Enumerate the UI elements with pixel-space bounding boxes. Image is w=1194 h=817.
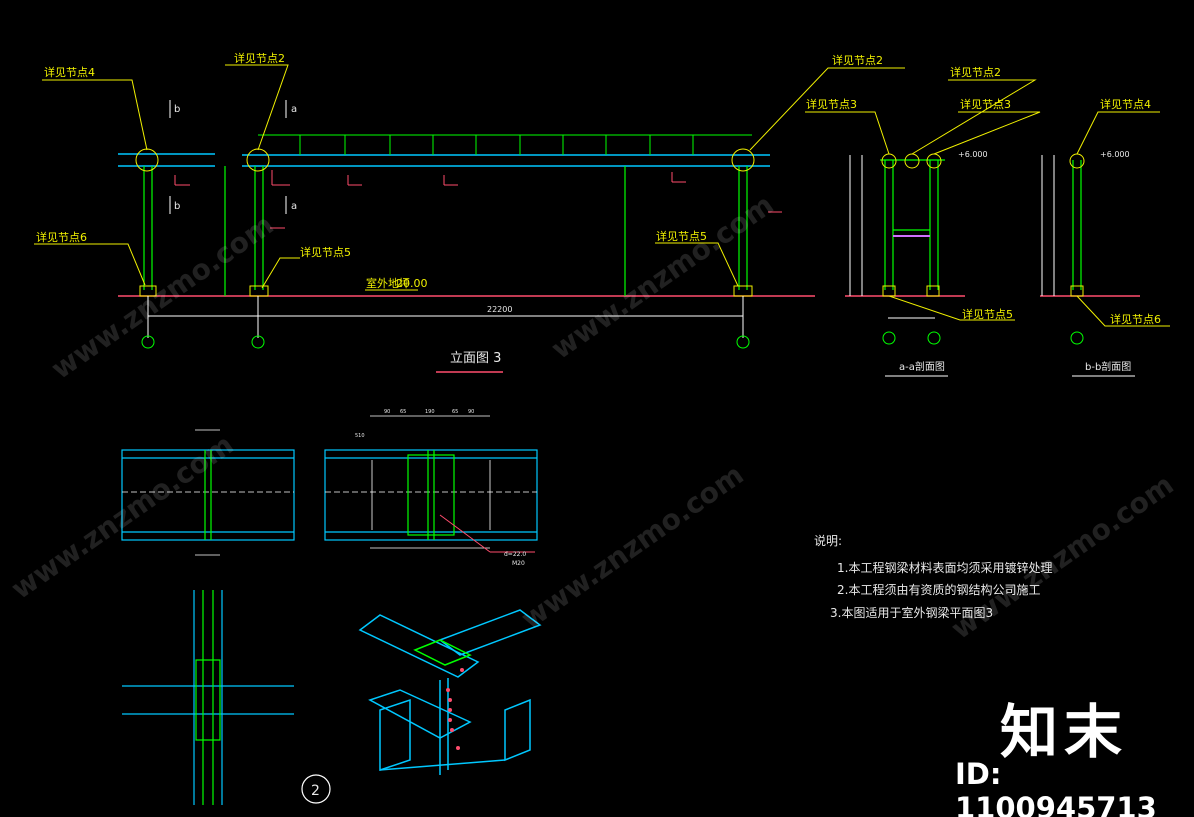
cut-mark-b-top: b <box>174 104 180 115</box>
section-a-view: +6.000 a-a剖面图 <box>805 79 1041 377</box>
section-a-columns <box>880 159 945 290</box>
callout-sec-node5: 详见节点5 <box>962 307 1013 321</box>
detail-number: 2 <box>311 783 320 799</box>
detail-label-m: M20 <box>512 560 525 567</box>
watermark-4: www.znzmo.com <box>515 458 749 636</box>
resource-id: ID: 1100945713 <box>955 757 1157 817</box>
grid-bubbles <box>141 335 750 349</box>
section-a-bubbles <box>882 331 941 345</box>
detail-dim-4: 65 <box>452 409 458 415</box>
section-b-nodes <box>1069 153 1085 297</box>
splice-detail-bolted-dims <box>370 415 491 549</box>
cross-joint-isometric <box>358 609 542 775</box>
watermark-5: www.znzmo.com <box>945 468 1179 646</box>
section-cut-marks <box>169 100 287 214</box>
callout-node5-left: 详见节点5 <box>300 245 351 259</box>
watermark-2: www.znzmo.com <box>545 188 779 366</box>
cross-joint-plate <box>413 639 472 666</box>
section-a-level: +6.000 <box>958 150 988 159</box>
section-b-title: b-b剖面图 <box>1085 360 1131 373</box>
splice-detail-plain-dims <box>195 429 220 556</box>
elevation-title: 立面图 3 <box>450 351 501 366</box>
section-a-leaders <box>805 79 1041 321</box>
columns <box>143 166 748 296</box>
splice-detail-bolted <box>324 449 538 541</box>
bolt-leader <box>439 514 491 553</box>
cut-mark-a-top: a <box>291 104 297 115</box>
site-logo: 知末 <box>1000 698 1129 766</box>
callout-sec-node3-a: 详见节点3 <box>806 97 857 111</box>
member-tags <box>174 170 782 229</box>
section-b-level: +6.000 <box>1100 150 1130 159</box>
callout-sec-node2: 详见节点2 <box>950 65 1001 79</box>
detail-label-d: d=22.0 <box>504 551 526 558</box>
detail-dim-left: 510 <box>355 433 365 439</box>
callout-node4-left: 详见节点4 <box>44 65 95 79</box>
watermark-layer: www.znzmo.com www.znzmo.com www.znzmo.co… <box>5 188 1179 646</box>
callout-node5-right: 详见节点5 <box>656 229 707 243</box>
callout-sec-node4: 详见节点4 <box>1100 97 1151 111</box>
cut-mark-b-bottom: b <box>174 201 180 212</box>
elevation-view: b a b a 22200 室外地坪 20.00 立面图 3 <box>34 64 905 373</box>
section-a-dims <box>849 155 935 319</box>
cross-joint-bolts <box>446 668 464 750</box>
chord-verticals <box>299 135 694 155</box>
callout-sec-node6: 详见节点6 <box>1110 312 1161 326</box>
note-3: 3.本图适用于室外钢梁平面图3 <box>830 605 993 620</box>
section-b-view: +6.000 b-b剖面图 <box>1040 111 1170 377</box>
ground-value: 20.00 <box>396 277 428 290</box>
elevation-dimension-value: 22200 <box>487 305 512 314</box>
section-b-bubble <box>1070 331 1084 345</box>
callout-node2-right: 详见节点2 <box>832 53 883 67</box>
section-b-column <box>1072 160 1082 290</box>
node-circles <box>135 148 755 172</box>
callout-leaders <box>34 64 905 289</box>
detail-dim-1: 90 <box>384 409 390 415</box>
callout-node6-left: 详见节点6 <box>36 230 87 244</box>
elevation-dimension <box>147 296 744 338</box>
section-a-nodes <box>881 153 942 297</box>
notes-title: 说明: <box>814 533 842 548</box>
note-2: 2.本工程须由有资质的钢结构公司施工 <box>837 582 1040 597</box>
section-a-title: a-a剖面图 <box>899 360 945 373</box>
cut-mark-a-bottom: a <box>291 201 297 212</box>
detail-number-circle <box>301 774 331 804</box>
note-1: 1.本工程钢梁材料表面均须采用镀锌处理 <box>837 560 1052 575</box>
section-b-dims <box>1041 155 1055 296</box>
detail-dim-5: 90 <box>468 409 474 415</box>
detail-dim-3: 190 <box>425 409 435 415</box>
callout-sec-node3-b: 详见节点3 <box>960 97 1011 111</box>
cross-joint-plan <box>122 590 294 805</box>
callout-node2-left: 详见节点2 <box>234 51 285 65</box>
detail-dim-2: 65 <box>400 409 406 415</box>
section-b-leaders <box>1076 111 1170 327</box>
ground-label: 室外地坪 <box>366 276 410 290</box>
splice-detail-plain <box>121 449 295 541</box>
